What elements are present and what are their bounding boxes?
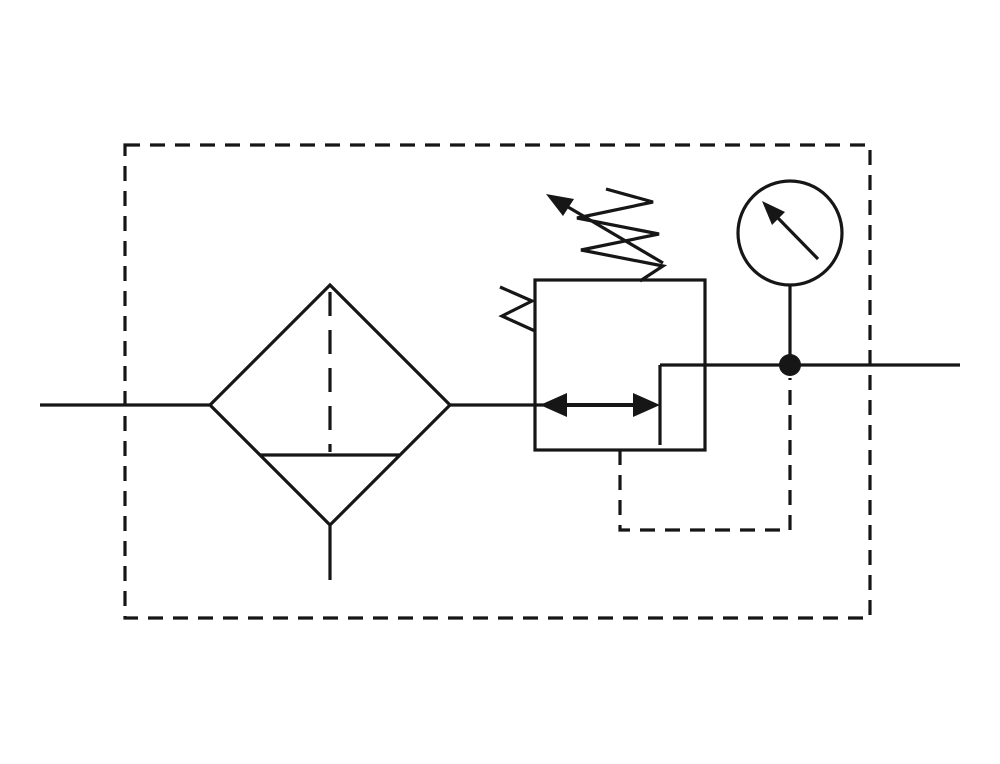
spring-icon (576, 187, 668, 283)
enclosure-dashed-border (123, 143, 872, 620)
pilot-line-dashed (618, 378, 792, 532)
adjust-arrow-head (546, 194, 574, 216)
filter-diamond (207, 282, 453, 528)
vent-zigzag-icon (498, 285, 536, 333)
gauge-dial (736, 179, 844, 287)
adjust-arrow-shaft (567, 205, 664, 265)
flow-arrow-head-left (540, 393, 567, 417)
gauge-needle-shaft (774, 214, 820, 261)
flow-arrow-head-right (633, 393, 660, 417)
junction-dot (779, 354, 801, 376)
regulator-symbol (498, 187, 707, 452)
gauge-needle-head (762, 201, 785, 225)
filter-symbol (207, 282, 453, 580)
gauge-symbol (736, 179, 844, 357)
